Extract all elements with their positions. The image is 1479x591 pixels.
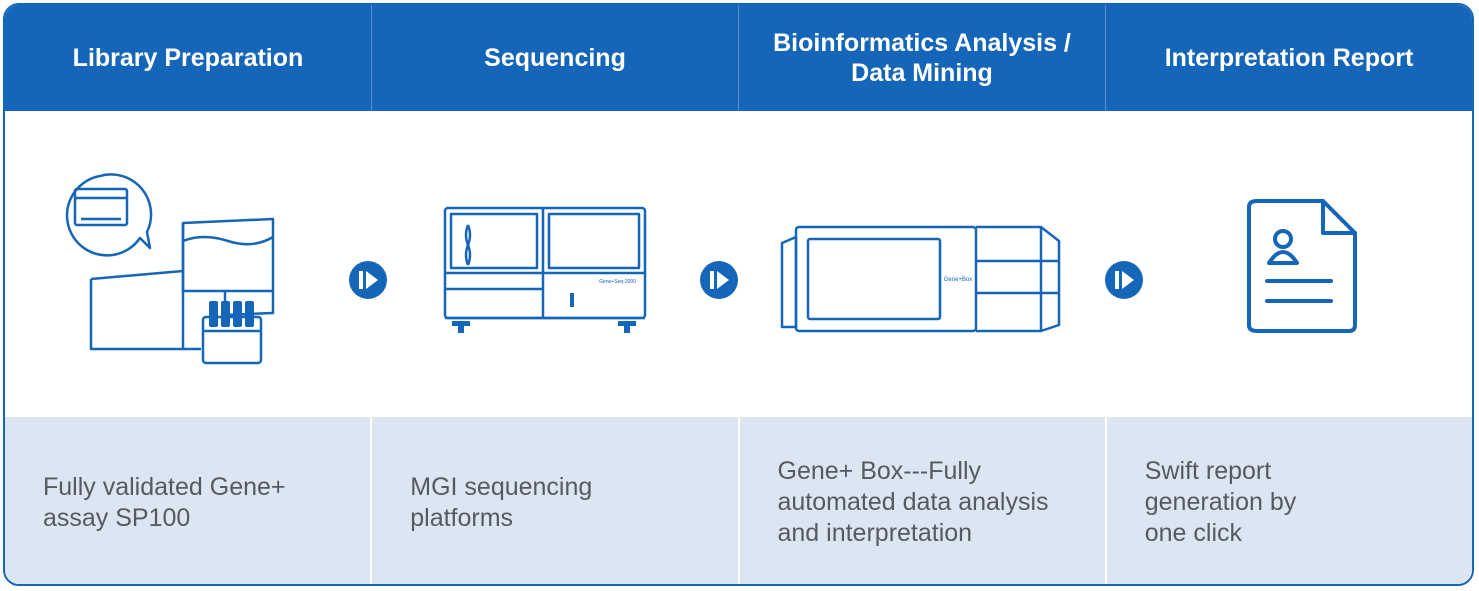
workflow-descriptions: Fully validated Gene+ assay SP100 MGI se… (5, 417, 1472, 584)
description-sequencing: MGI sequencing platforms (372, 417, 740, 584)
sequencer-icon: Gene+Seq-2000 (443, 206, 647, 333)
workflow-header: Library Preparation Sequencing Bioinform… (5, 5, 1472, 111)
description-text: Swift report generation by one click (1144, 457, 1297, 547)
step-header-sequencing: Sequencing (372, 5, 739, 111)
step-header-library-preparation: Library Preparation (5, 5, 372, 111)
description-bioinformatics: Gene+ Box---Fully automated data analysi… (740, 417, 1107, 584)
description-text: MGI sequencing platforms (410, 472, 593, 532)
sequencer-brand-label: Gene+Seq-2000 (599, 279, 636, 285)
description-interpretation-report: Swift report generation by one click (1107, 417, 1472, 584)
play-circle-arrow-icon (1105, 261, 1143, 299)
description-library-preparation: Fully validated Gene+ assay SP100 (5, 417, 373, 584)
workflow-illustrations: Gene+Seq-2000 Gene+Box (5, 111, 1472, 417)
description-text: Gene+ Box---Fully automated data analysi… (777, 457, 1049, 547)
play-circle-arrow-icon (700, 261, 738, 299)
library-prep-instrument-icon (65, 173, 275, 365)
play-circle-arrow-icon (349, 261, 387, 299)
report-document-icon (1247, 199, 1357, 333)
description-text: Fully validated Gene+ assay SP100 (43, 472, 286, 532)
step-header-interpretation-report: Interpretation Report (1164, 44, 1414, 72)
gene-box-server-icon: Gene+Box (780, 225, 1061, 333)
workflow-panel: Library Preparation Sequencing Bioinform… (3, 3, 1474, 586)
gene-box-brand-label: Gene+Box (944, 277, 973, 283)
step-header-bioinformatics: Bioinformatics Analysis / Data Mining (739, 5, 1106, 111)
